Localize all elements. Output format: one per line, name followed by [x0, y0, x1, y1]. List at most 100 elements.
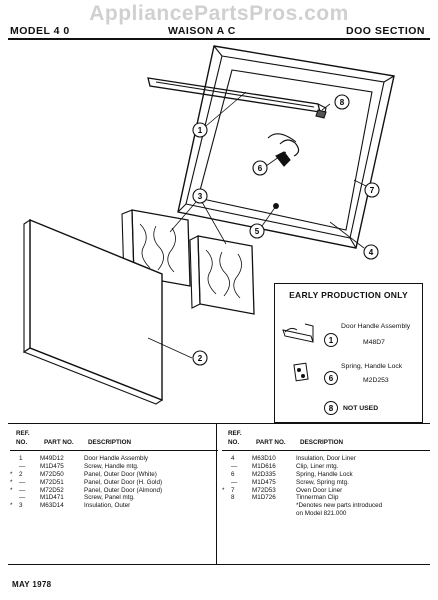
header-rule: [8, 38, 430, 40]
page-header: MODEL 4 0 WAISON A C DOO SECTION: [8, 22, 430, 38]
watermark: AppliancePartsPros.com: [89, 2, 349, 25]
col-ref-label: REF.: [228, 430, 242, 437]
insulation-liner: [189, 235, 255, 315]
page-title: WAISON A C: [168, 25, 236, 37]
table-row: 1 M49D12 Door Handle Assembly: [10, 455, 218, 463]
svg-text:8: 8: [329, 404, 334, 413]
row-ref: 1: [19, 455, 23, 462]
col-ref-label: REF.: [16, 430, 30, 437]
row-part-number: M1D471: [40, 494, 64, 502]
epo-callout-6: 6: [324, 371, 338, 385]
callout-6: 6: [252, 160, 268, 176]
svg-text:4: 4: [369, 248, 374, 257]
row-description: on Model 821.000: [296, 510, 347, 518]
table-row: — M1D616 Clip, Liner mtg.: [222, 463, 430, 471]
row-description: Panel, Outer Door (Almond): [84, 486, 163, 494]
svg-text:1: 1: [329, 336, 334, 345]
epo-callout-8: 8: [324, 401, 338, 415]
row-description: Insulation, Outer: [84, 502, 131, 510]
svg-text:5: 5: [255, 227, 260, 236]
row-part-number: M72D53: [252, 486, 276, 494]
table-row: — M1D475 Screw, Handle mtg.: [10, 463, 218, 471]
table-row: on Model 821.000: [222, 510, 430, 518]
col-no-label: NO.: [16, 439, 28, 446]
early-production-sketches: [282, 323, 314, 382]
table-row: *Denotes new parts introduced: [222, 502, 430, 510]
row-ref: —: [231, 462, 238, 470]
tinnerman-clip: [315, 109, 327, 119]
row-part-number: M1D475: [40, 462, 64, 470]
door-handle: [147, 77, 327, 118]
row-part-number: M72D50: [40, 470, 64, 478]
row-ref: 4: [231, 455, 235, 462]
svg-text:8: 8: [340, 98, 345, 107]
epo-item-6-part: M2D253: [363, 377, 389, 384]
parts-table-right: REF. NO. PART NO. DESCRIPTION 4 M63D10 Ins…: [222, 426, 430, 518]
table-top-rule: [8, 423, 430, 424]
row-description: Oven Door Liner: [296, 486, 343, 494]
row-part-number: M49D12: [40, 455, 64, 462]
row-ref: —: [19, 478, 26, 486]
epo-item-6-label: Spring, Handle Lock: [341, 363, 403, 370]
outer-door-panel: [22, 218, 164, 405]
exploded-door-diagram: 1 2 3 4 5 6 7 8: [22, 45, 395, 405]
callout-2: 2: [192, 350, 208, 366]
row-ref: —: [19, 486, 26, 494]
row-part-number: M63D14: [40, 502, 64, 510]
row-ref: 7: [231, 486, 235, 494]
row-description: Door Handle Assembly: [84, 455, 149, 462]
parts-table-left-body: 1 M49D12 Door Handle Assembly — M1D475 Screw,…: [10, 455, 218, 510]
row-part-number: M72D51: [40, 478, 64, 486]
model-label: MODEL 4 0: [10, 25, 70, 37]
row-description: Clip, Liner mtg.: [296, 462, 339, 470]
svg-text:7: 7: [370, 186, 375, 195]
row-description: *Denotes new parts introduced: [296, 502, 383, 510]
row-description: Insulation, Door Liner: [296, 455, 356, 462]
row-ref: 8: [231, 494, 235, 502]
early-production-box: EARLY PRODUCTION ONLY 1 Door Handle Asse…: [274, 283, 423, 423]
early-production-title: EARLY PRODUCTION ONLY: [289, 290, 408, 300]
date-footer: MAY 1978: [12, 580, 52, 589]
row-ref: 6: [231, 470, 235, 478]
col-part-label: PART NO.: [44, 439, 74, 446]
row-description: Tinnerman Clip: [296, 494, 339, 502]
row-ref: —: [19, 462, 26, 470]
table-row: 6 M2D335 Spring, Handle Lock: [222, 471, 430, 479]
col-part-label: PART NO.: [256, 439, 286, 446]
epo-item-8-label: NOT USED: [343, 405, 379, 412]
row-description: Spring, Handle Lock: [296, 470, 353, 478]
row-ref: —: [231, 478, 238, 486]
table-divider: [216, 423, 217, 564]
door-liner: [177, 45, 395, 249]
row-description: Panel, Outer Door (White): [84, 470, 157, 478]
row-part-number: M2D335: [252, 470, 276, 478]
parts-table-right-body: 4 M63D10 Insulation, Door Liner — M1D616 Clip…: [222, 455, 430, 518]
epo-item-1-label: Door Handle Assembly: [341, 323, 411, 330]
svg-text:2: 2: [198, 354, 203, 363]
row-part-number: M63D10: [252, 455, 276, 462]
row-part-number: M1D475: [252, 478, 276, 486]
leader-lines: [147, 91, 367, 359]
handle-lock-spring: [267, 133, 300, 167]
row-description: Panel, Outer Door (H. Gold): [84, 478, 163, 486]
svg-text:1: 1: [198, 126, 203, 135]
row-part-number: M1D616: [252, 462, 276, 470]
callout-8: 8: [334, 94, 350, 110]
svg-text:6: 6: [258, 164, 263, 173]
epo-item-1-part: M48D7: [363, 339, 385, 346]
row-description: Screw, Handle mtg.: [84, 462, 139, 470]
row-ref: —: [19, 494, 26, 502]
col-no-label: NO.: [228, 439, 240, 446]
row-part-number: M72D52: [40, 486, 64, 494]
row-description: Screw, Spring mtg.: [296, 478, 349, 486]
parts-table-right-header: REF. NO. PART NO. DESCRIPTION: [222, 426, 430, 451]
svg-text:6: 6: [329, 374, 334, 383]
svg-text:3: 3: [198, 192, 203, 201]
